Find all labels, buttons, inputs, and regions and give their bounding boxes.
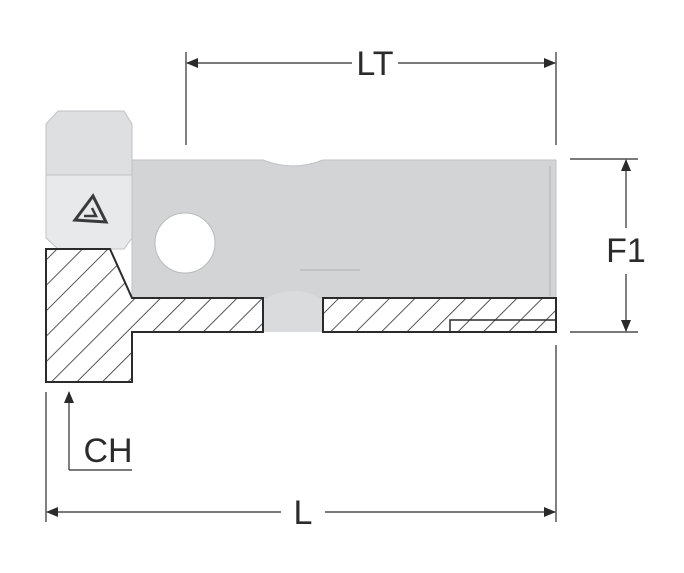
label-ch: CH [83, 432, 132, 470]
hex-side-face [45, 174, 133, 250]
dimension-lt: LT [185, 45, 557, 145]
label-l: L [294, 494, 313, 532]
axial-bore-gap [263, 291, 323, 332]
shank-upper-body [131, 159, 557, 299]
hex-head [45, 110, 133, 250]
dimension-l: L [45, 345, 557, 532]
cross-hole [154, 212, 216, 274]
bolt-shank [131, 159, 557, 332]
label-lt: LT [356, 45, 393, 83]
dimension-ch: CH [64, 391, 133, 471]
hex-top-face [45, 110, 133, 176]
label-f1: F1 [606, 232, 646, 270]
triangle-logo-icon [72, 193, 109, 224]
section-view [45, 248, 557, 383]
shank-section [322, 297, 557, 333]
head-section [45, 248, 264, 383]
dimension-f1: F1 [570, 158, 646, 333]
thread-relief-line [449, 319, 556, 332]
